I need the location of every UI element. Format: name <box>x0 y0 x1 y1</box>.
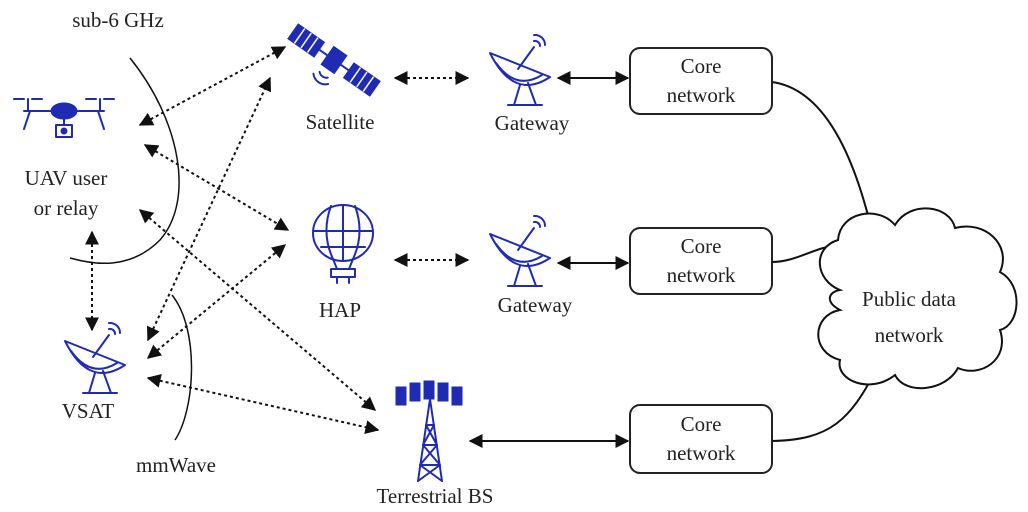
satellite-icon <box>287 23 381 97</box>
link-vsat-hap <box>146 244 287 359</box>
sub6-band-curve <box>69 57 180 265</box>
core-box-bottom-line1: Core <box>681 412 722 436</box>
sub6-label: sub-6 GHz <box>72 8 164 32</box>
link-uav-hap <box>143 144 290 231</box>
dish-antenna-icon <box>489 33 551 107</box>
core-box-top-line1: Core <box>681 54 722 78</box>
uav-label-line2: or relay <box>34 196 99 220</box>
core-network-box-mid <box>629 227 773 295</box>
dish-antenna-icon <box>489 214 551 287</box>
terrestrial-bs-label: Terrestrial BS <box>377 484 494 508</box>
link-vsat-satellite <box>146 76 272 342</box>
core-box-bottom-line2: network <box>667 441 736 465</box>
cell-tower-icon <box>395 380 463 482</box>
vsat-label: VSAT <box>62 399 115 423</box>
gateway-mid-label: Gateway <box>498 293 573 317</box>
hap-label: HAP <box>319 298 361 322</box>
core-box-mid-line1: Core <box>681 234 722 258</box>
public-network-label-line1: Public data <box>862 287 957 311</box>
core-box-mid-line2: network <box>667 263 736 287</box>
uav-label-line1: UAV user <box>25 166 108 190</box>
link-uav-satellite <box>138 46 287 126</box>
dish-antenna-icon <box>64 321 126 394</box>
mmwave-band-curve <box>171 294 193 441</box>
gateway-top-label: Gateway <box>495 111 570 135</box>
balloon-icon <box>312 204 374 284</box>
link-vsat-terrestrial <box>146 373 380 435</box>
mmwave-label: mmWave <box>136 453 216 477</box>
cloud-icon <box>817 207 1018 390</box>
core-box-top-line2: network <box>667 83 736 107</box>
core-network-box-top <box>629 47 773 115</box>
satellite-label: Satellite <box>306 110 375 134</box>
public-network-label-line2: network <box>875 323 944 347</box>
core-network-box-bottom <box>629 404 773 474</box>
drone-icon <box>13 98 115 138</box>
